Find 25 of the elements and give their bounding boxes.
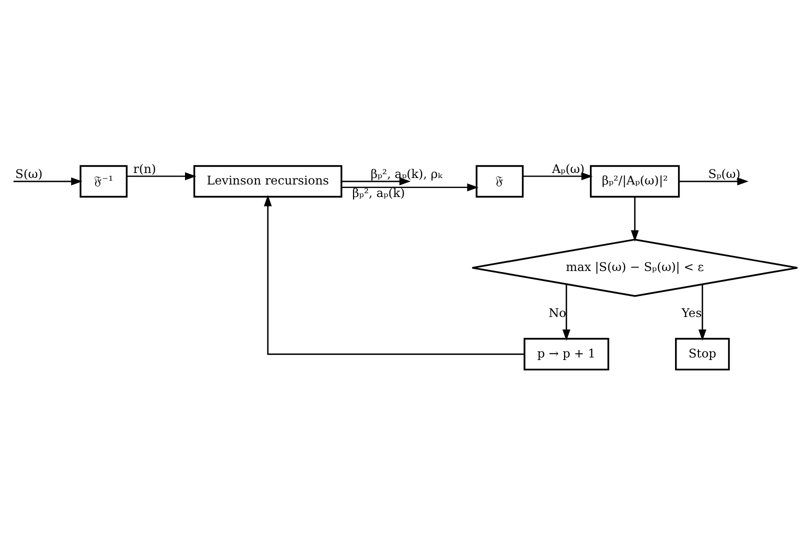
edge-label: No xyxy=(548,306,566,320)
arrow xyxy=(14,177,82,186)
node-box: βₚ²/|Aₚ(ω)|² xyxy=(590,165,680,198)
node-box: Levinson recursions xyxy=(193,165,342,198)
edge-label: βₚ², aₚ(k), ρₖ xyxy=(370,167,442,182)
node-box: p → p + 1 xyxy=(524,338,610,370)
arrow xyxy=(630,196,639,242)
arrow xyxy=(342,183,478,192)
arrow xyxy=(562,284,570,341)
edge-label: Yes xyxy=(682,306,702,320)
node-diamond: max |S(ω) − Sₚ(ω)| < ε xyxy=(471,238,798,297)
node-box: 𝔉⁻¹ xyxy=(80,165,128,198)
arrow xyxy=(698,284,706,341)
edge-label: S(ω) xyxy=(15,167,43,182)
arrow xyxy=(126,172,196,180)
node-box: Stop xyxy=(675,338,730,370)
arrow xyxy=(342,177,411,186)
arrow xyxy=(522,172,593,180)
arrow xyxy=(264,194,524,355)
edge-label: βₚ², aₚ(k) xyxy=(352,186,405,200)
node-box: 𝔉 xyxy=(476,165,524,198)
arrow xyxy=(679,177,749,186)
edge-label: Aₚ(ω) xyxy=(552,162,585,176)
edge-label: Sₚ(ω) xyxy=(708,167,740,182)
edge-label: r(n) xyxy=(133,162,156,176)
